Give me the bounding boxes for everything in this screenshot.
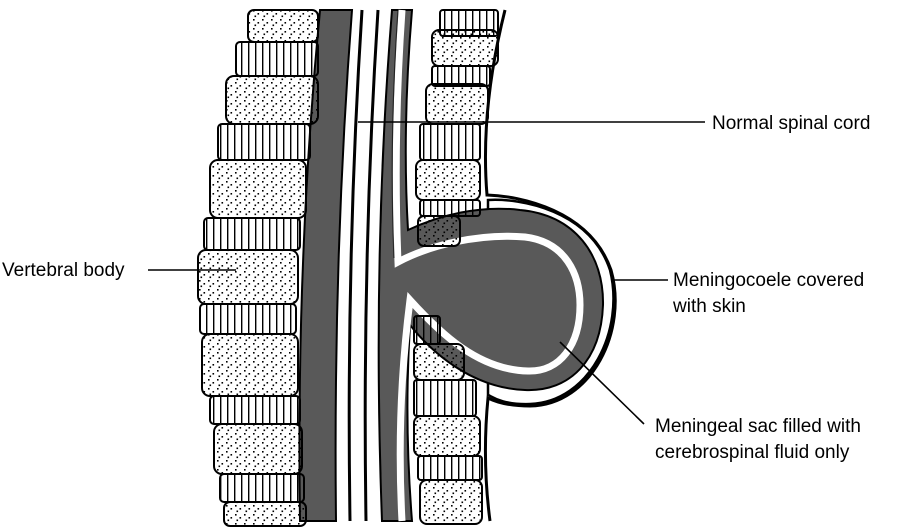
arch-disc <box>413 379 477 417</box>
vertebral-body <box>213 423 303 475</box>
label-meningeal-sac-line2: cerebrospinal fluid only <box>655 442 850 463</box>
label-meningeal-sac-line1: Meningeal sac filled with <box>655 416 861 437</box>
csf-fill <box>377 9 605 522</box>
labels: Normal spinal cord Vertebral body Mening… <box>2 113 870 463</box>
vertebral-body <box>223 501 307 527</box>
intervertebral-disc <box>219 473 305 503</box>
label-normal-spinal-cord: Normal spinal cord <box>712 113 870 134</box>
arch-disc <box>417 455 483 481</box>
vertebral-body <box>201 333 299 397</box>
intervertebral-disc <box>209 395 301 425</box>
left-csf-channel <box>298 9 354 522</box>
spinal-cord <box>347 9 380 522</box>
arch-disc <box>413 315 441 345</box>
vertebral-body <box>247 9 319 43</box>
leader-lines <box>148 121 705 425</box>
intervertebral-disc <box>235 41 319 77</box>
arch-body <box>413 343 465 381</box>
arch-body <box>413 415 481 457</box>
vertebral-column-right <box>413 9 499 525</box>
arch-body <box>417 215 461 247</box>
arch-body <box>425 83 489 125</box>
arch-body <box>419 479 483 525</box>
vertebral-body <box>225 75 319 125</box>
intervertebral-disc <box>203 217 301 251</box>
vertebral-column-left <box>197 9 319 527</box>
intervertebral-disc <box>217 123 311 161</box>
label-vertebral-body: Vertebral body <box>2 260 125 281</box>
cord-outline-right <box>363 9 380 522</box>
label-meningocoele-line1: Meningocoele covered <box>673 270 864 291</box>
cord-outline-left <box>347 9 364 522</box>
label-meningocoele-line2: with skin <box>672 296 746 317</box>
arachnoid-membrane-edge <box>391 9 399 259</box>
skin-outline <box>483 9 617 522</box>
right-csf-channel-and-sac <box>377 9 615 522</box>
vertebral-body <box>209 159 307 219</box>
intervertebral-disc <box>199 303 297 335</box>
left-csf-fill <box>298 9 354 522</box>
vertebral-body-highlighted <box>197 249 299 305</box>
arch-disc <box>419 199 481 217</box>
arch-body <box>431 29 499 67</box>
arachnoid-membrane <box>392 9 584 522</box>
leader-meningeal-sac <box>559 341 645 425</box>
arch-body <box>415 159 481 201</box>
arch-disc <box>419 123 481 161</box>
